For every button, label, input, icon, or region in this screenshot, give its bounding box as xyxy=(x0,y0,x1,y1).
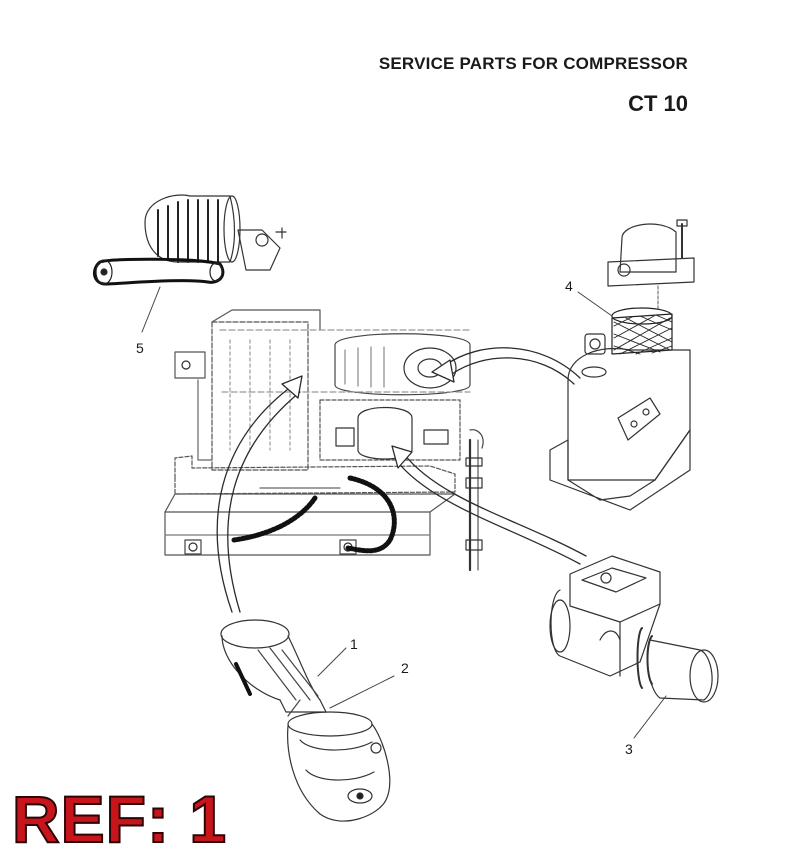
callout-5: 5 xyxy=(136,340,144,356)
assembly-arrows xyxy=(216,347,587,613)
callout-1: 1 xyxy=(350,636,358,652)
part-3-pump-block xyxy=(549,555,719,739)
callout-4: 4 xyxy=(565,278,573,294)
compressor-assembly xyxy=(164,309,484,572)
page-title: SERVICE PARTS FOR COMPRESSOR xyxy=(378,54,688,73)
model-number: CT 10 xyxy=(628,91,688,116)
reference-tag: REF: 1 xyxy=(11,782,228,856)
callout-2: 2 xyxy=(401,660,409,676)
parts-1-2-filter-silencer xyxy=(220,619,395,822)
part-4-filter-housing xyxy=(549,219,695,511)
callout-3: 3 xyxy=(625,741,633,757)
part-5-motor-belt xyxy=(93,194,287,333)
